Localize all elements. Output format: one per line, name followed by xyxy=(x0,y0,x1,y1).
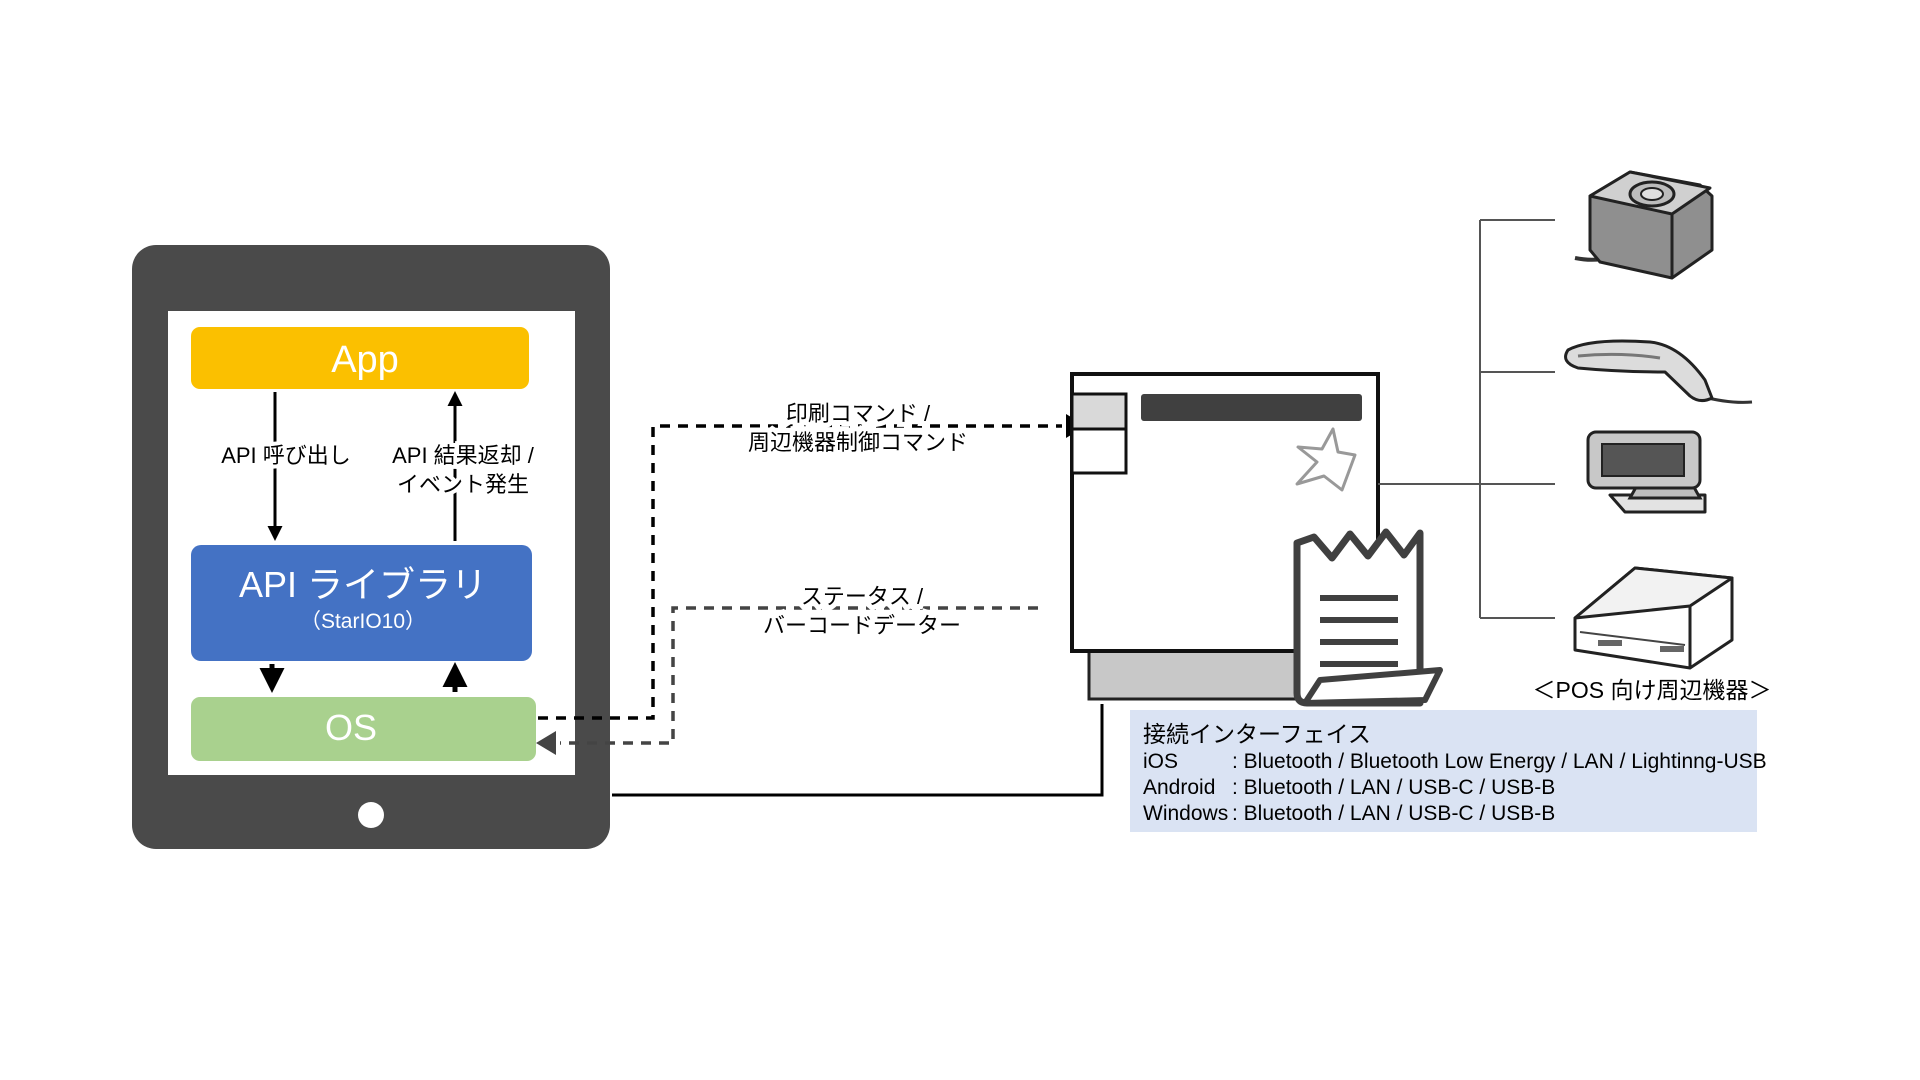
api-call-label: API 呼び出し xyxy=(221,443,351,468)
interface-info-box: 接続インターフェイス iOS : Bluetooth / Bluetooth L… xyxy=(1130,710,1767,832)
api-result-label-1: API 結果返却 / xyxy=(392,443,535,468)
printer xyxy=(1070,372,1443,707)
api-library-box xyxy=(191,545,532,661)
barcode-scanner-icon xyxy=(1564,339,1753,404)
interface-row-android-platform: Android xyxy=(1143,776,1215,799)
printer-panel-bottom xyxy=(1070,427,1128,475)
card-reader-icon xyxy=(1574,170,1714,280)
status-label-1: ステータス / xyxy=(801,584,924,609)
peripheral-tree xyxy=(1378,219,1555,619)
star-logo-icon xyxy=(1295,427,1357,492)
peripherals-caption: ＜POS 向け周辺機器＞ xyxy=(1533,677,1772,703)
os-label: OS xyxy=(325,707,377,748)
interface-row-android-value: : Bluetooth / LAN / USB-C / USB-B xyxy=(1232,776,1555,799)
interface-title: 接続インターフェイス xyxy=(1143,721,1371,747)
command-dashed-line xyxy=(538,424,1062,720)
command-label-2: 周辺機器制御コマンド xyxy=(748,430,968,455)
printer-bottom-tray xyxy=(1087,649,1311,701)
api-library-label: API ライブラリ xyxy=(239,564,487,605)
printer-panel-top xyxy=(1070,392,1128,431)
interface-box-bg xyxy=(1130,710,1757,832)
wired-connection-line xyxy=(612,704,1104,797)
printer-paper-slot xyxy=(1141,394,1362,421)
status-label-2: バーコードデーター xyxy=(763,613,961,638)
api-library-sub-label: （StarIO10） xyxy=(300,610,426,633)
interface-row-windows-value: : Bluetooth / LAN / USB-C / USB-B xyxy=(1232,802,1555,825)
app-box xyxy=(191,327,529,389)
cash-drawer-icon xyxy=(1573,566,1734,670)
os-box xyxy=(191,697,536,761)
tablet-home-button[interactable] xyxy=(358,802,384,828)
customer-display-icon xyxy=(1586,430,1707,514)
status-arrowhead xyxy=(536,731,556,755)
tablet: App API 呼び出し API 結果返却 / イベント発生 API ライブラリ… xyxy=(132,245,610,849)
interface-row-ios-platform: iOS xyxy=(1143,750,1178,773)
api-result-label-2: イベント発生 xyxy=(397,472,529,497)
receipt-curl xyxy=(1302,667,1443,706)
app-label: App xyxy=(331,339,399,381)
interface-row-ios-value: : Bluetooth / Bluetooth Low Energy / LAN… xyxy=(1232,750,1767,773)
interface-row-windows-platform: Windows xyxy=(1143,802,1228,825)
command-label-1: 印刷コマンド / xyxy=(786,401,931,426)
status-dashed-line xyxy=(560,606,1038,745)
